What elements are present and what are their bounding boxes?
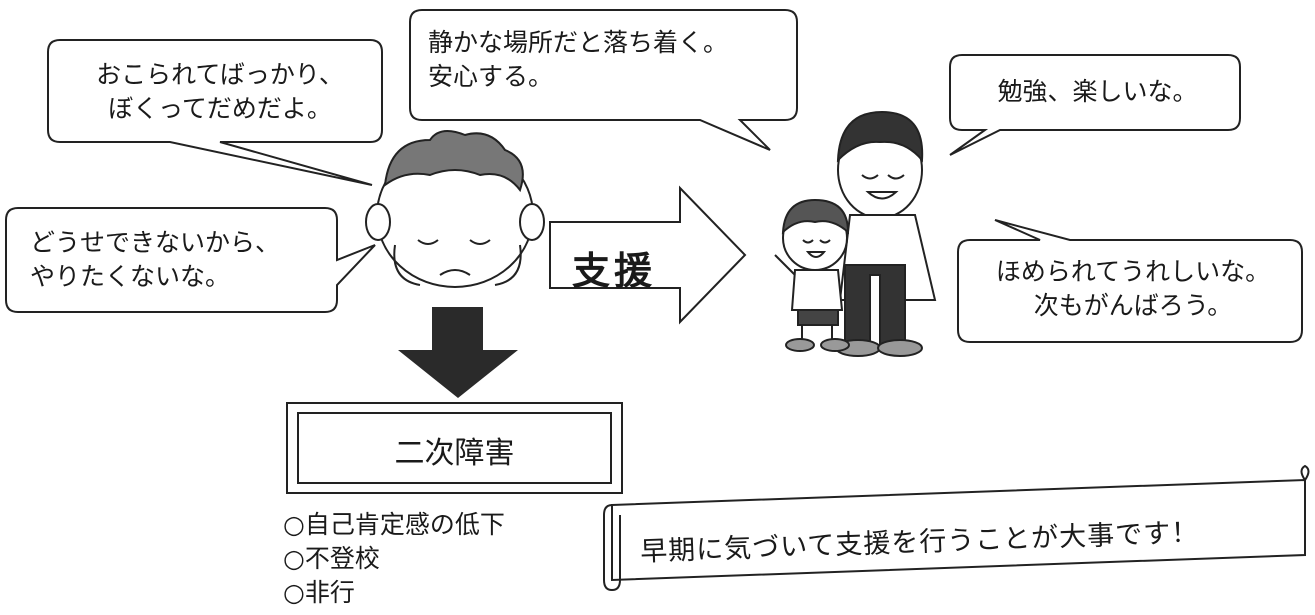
- bubble-study-text: 勉強、楽しいな。: [997, 77, 1198, 106]
- list-item: ○自己肯定感の低下: [283, 510, 505, 539]
- bubble-quiet-text: 静かな場所だと落ち着く。 安心する。: [428, 28, 729, 91]
- happy-adult-child-illustration: [774, 110, 937, 357]
- scroll-banner: [603, 464, 1310, 592]
- bubble-study-fun: [949, 54, 1241, 156]
- bubble-quiet-place: [409, 9, 798, 151]
- down-arrow: [398, 307, 518, 398]
- bubble-praised: [957, 219, 1303, 343]
- bubble-scolded-text: おこられてばっかり、 ぼくってだめだよ。: [96, 60, 344, 123]
- bubble-giveup-text: どうせできないから、 やりたくないな。: [30, 228, 281, 291]
- secondary-box-frame: [286, 402, 623, 494]
- secondary-box-label: 二次障害: [394, 436, 515, 471]
- bubble-praised-text: ほめられてうれしいな。 次もがんばろう。: [995, 257, 1271, 320]
- list-item: ○不登校: [283, 544, 380, 573]
- secondary-list: ○自己肯定感の低下 ○不登校 ○非行: [283, 508, 505, 610]
- bubble-scolded: [47, 39, 383, 186]
- support-label: 支援: [572, 249, 657, 293]
- list-item: ○非行: [283, 578, 355, 607]
- bubble-give-up: [5, 207, 376, 313]
- support-arrow: [549, 185, 747, 325]
- sad-boy-illustration: [365, 130, 545, 288]
